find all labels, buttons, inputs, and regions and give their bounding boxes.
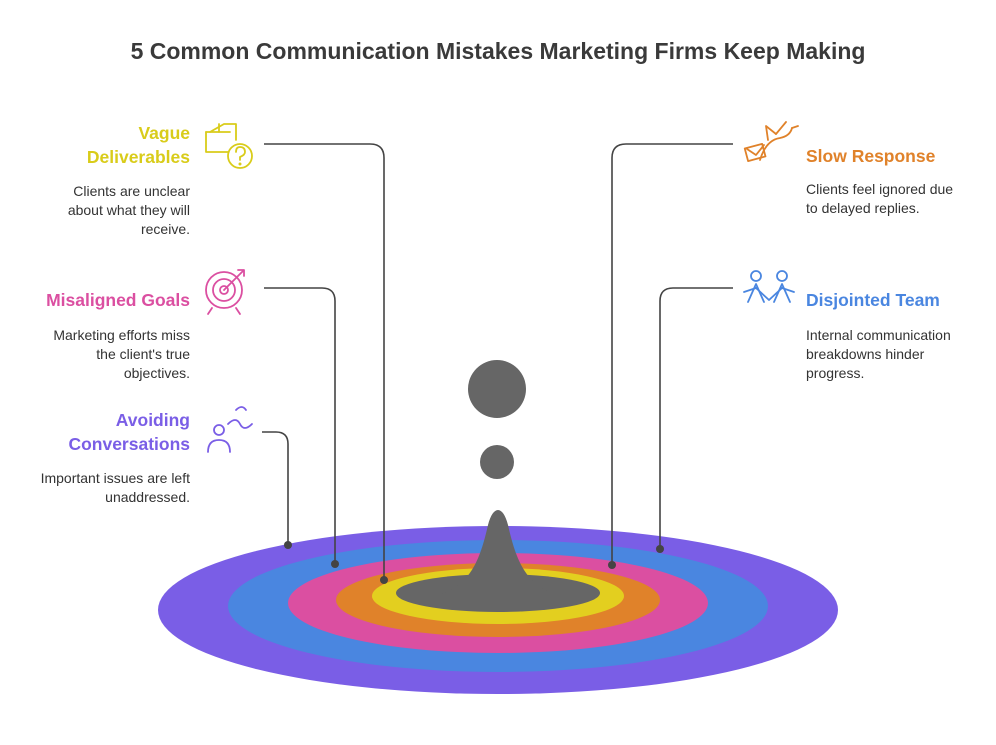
disjointed-desc-line3: progress. (806, 365, 865, 381)
connector-disjointed (659, 287, 733, 549)
connector-dot-misaligned (331, 560, 339, 568)
vague-title-line2: Deliverables (86, 147, 190, 167)
splash-peak (434, 510, 562, 596)
target-arrow-icon (205, 269, 245, 315)
avoiding-description: Important issues are left unaddressed. (10, 469, 190, 507)
bird-letter-icon (743, 121, 799, 162)
connector-vague (264, 143, 385, 580)
slow-desc-line2: to delayed replies. (806, 200, 920, 216)
misaligned-description: Marketing efforts miss the client's true… (20, 326, 190, 383)
avoiding-desc-line2: unaddressed. (105, 489, 190, 505)
vague-desc-line1: Clients are unclear (73, 183, 190, 199)
connector-slow (611, 143, 733, 565)
people-group-icon (743, 270, 795, 303)
vague-desc-line2: about what they will (67, 202, 190, 218)
misaligned-desc-line3: objectives. (123, 365, 190, 381)
vague-desc-line3: receive. (140, 221, 190, 237)
droplet-large (468, 360, 526, 418)
vague-title: Vague Deliverables (40, 121, 190, 169)
connector-dot-avoiding (284, 541, 292, 549)
droplet-small (480, 445, 514, 479)
connector-dot-slow (608, 561, 616, 569)
vague-description: Clients are unclear about what they will… (20, 182, 190, 239)
slow-description: Clients feel ignored due to delayed repl… (806, 180, 986, 218)
avoiding-title-line2: Conversations (68, 434, 190, 454)
page-title: 5 Common Communication Mistakes Marketin… (130, 38, 866, 64)
person-running-path-icon (207, 406, 253, 453)
disjointed-title: Disjointed Team (806, 290, 940, 310)
connector-misaligned (264, 287, 336, 564)
connector-avoiding (262, 431, 289, 545)
connector-dot-vague (380, 576, 388, 584)
slow-title: Slow Response (806, 146, 936, 166)
disjointed-desc-line1: Internal communication (806, 327, 951, 343)
avoiding-desc-line1: Important issues are left (40, 470, 190, 486)
disjointed-desc-line2: breakdowns hinder (806, 346, 925, 362)
avoiding-title-line1: Avoiding (115, 410, 190, 430)
disjointed-description: Internal communication breakdowns hinder… (806, 326, 986, 383)
avoiding-title: Avoiding Conversations (20, 408, 190, 456)
connector-dot-disjointed (656, 545, 664, 553)
misaligned-desc-line2: the client's true (96, 346, 190, 362)
vague-title-line1: Vague (138, 123, 190, 143)
slow-desc-line1: Clients feel ignored due (806, 181, 954, 197)
box-question-icon (205, 123, 253, 169)
misaligned-title: Misaligned Goals (46, 290, 190, 310)
misaligned-desc-line1: Marketing efforts miss (53, 327, 190, 343)
